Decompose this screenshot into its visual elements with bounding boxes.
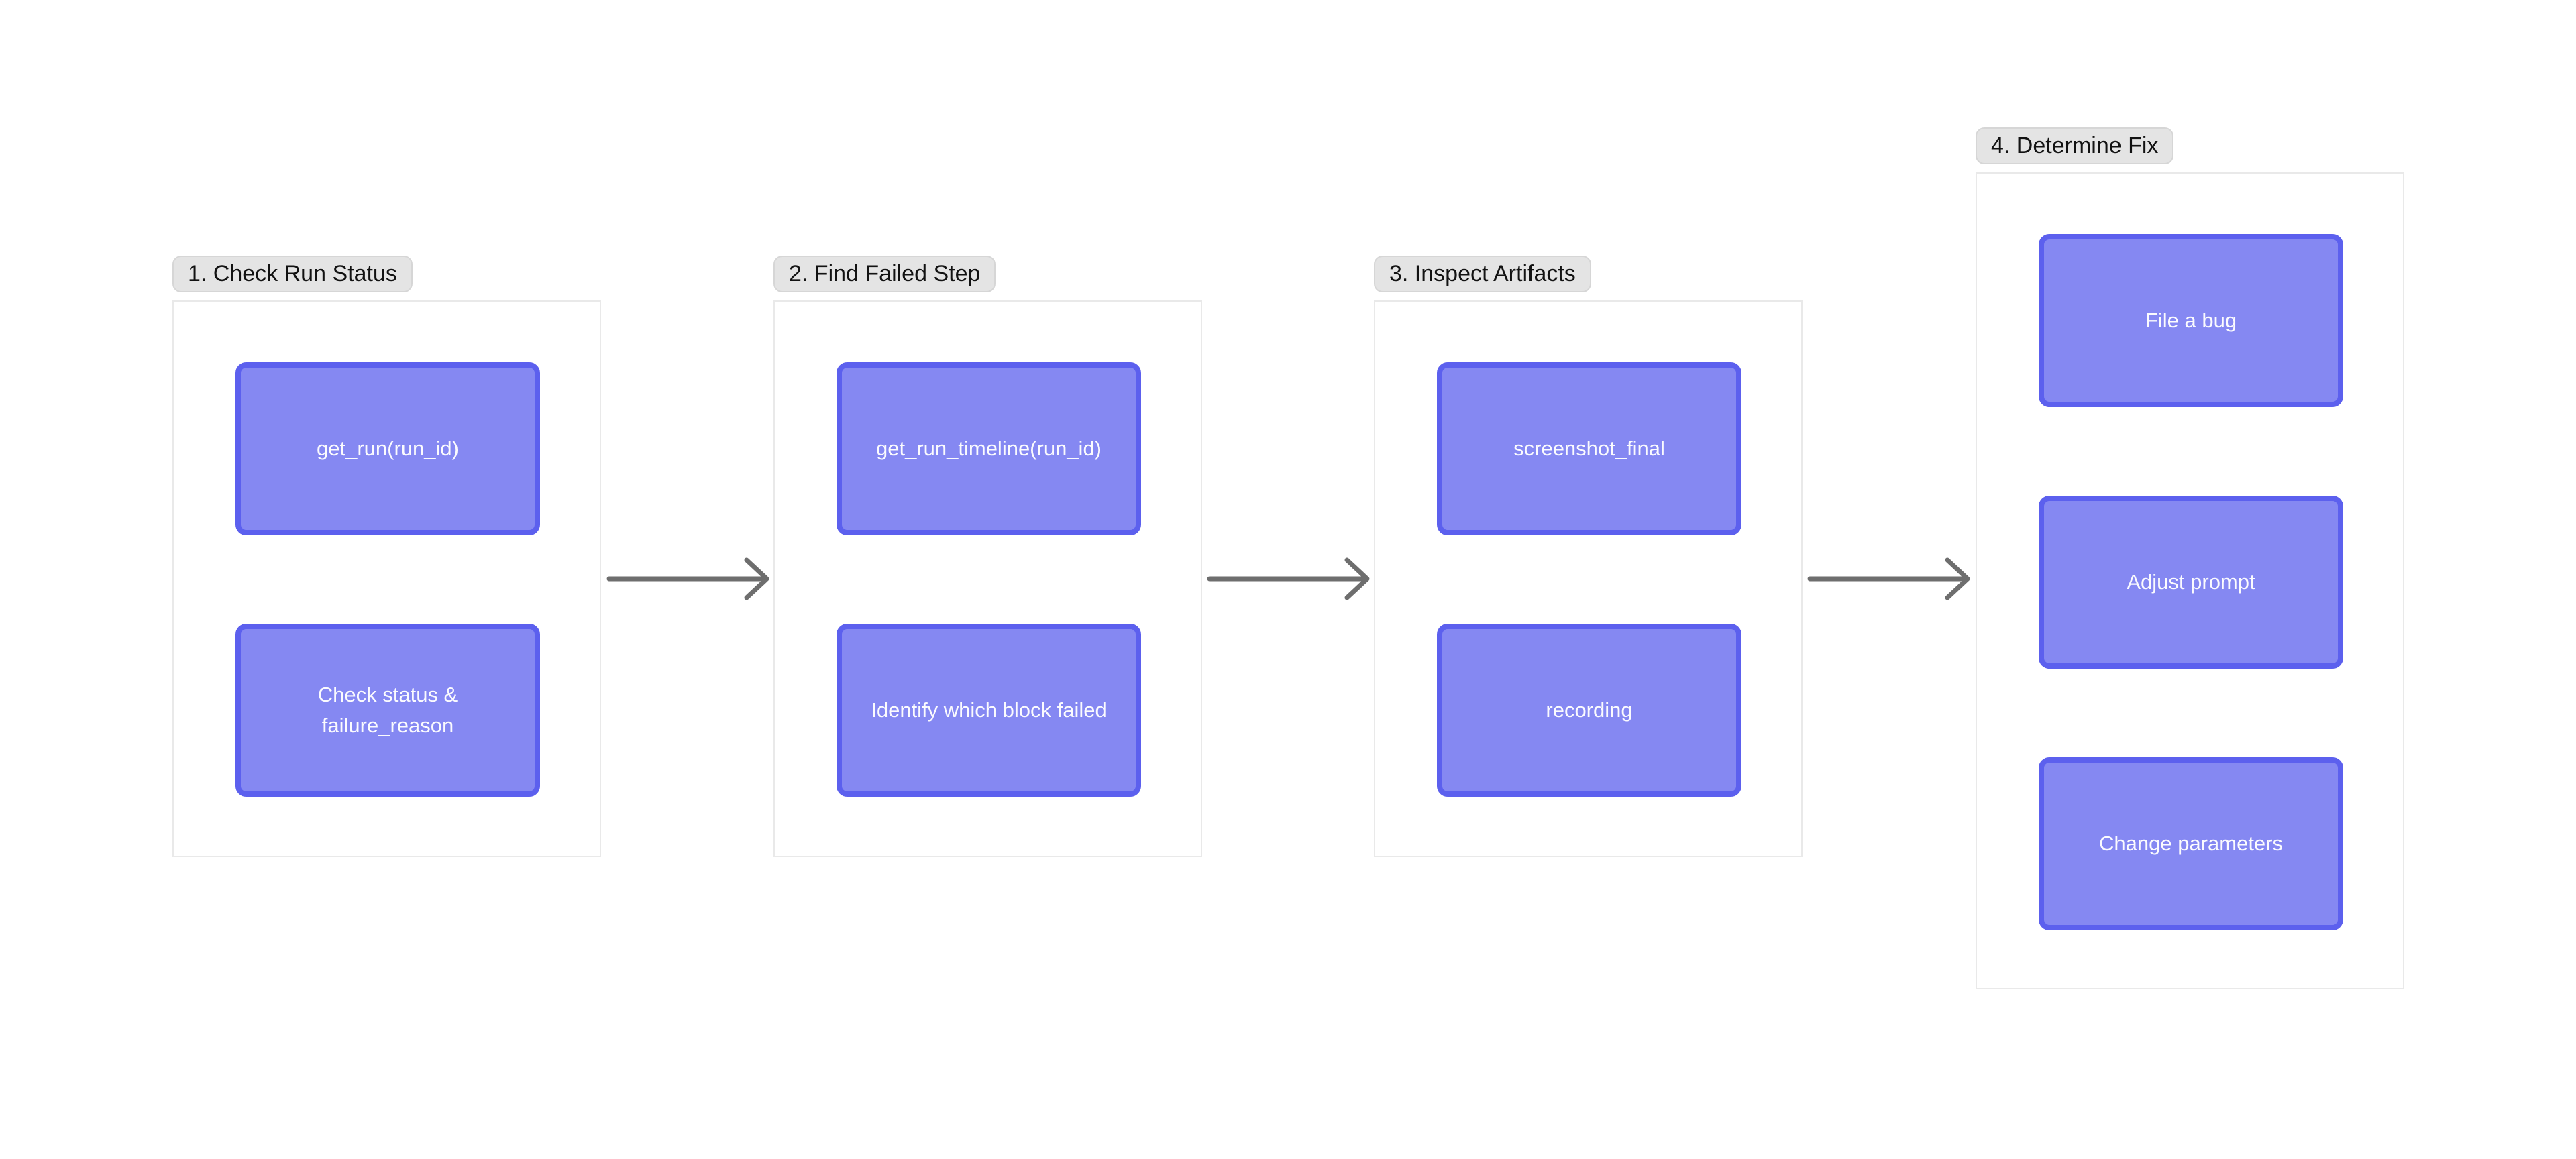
node-identify-failed-block: Identify which block failed (837, 624, 1141, 797)
group-label-find-failed-step: 2. Find Failed Step (773, 256, 996, 292)
group-label-text: 2. Find Failed Step (789, 261, 981, 286)
node-get-run-timeline: get_run_timeline(run_id) (837, 362, 1141, 535)
node-screenshot-final: screenshot_final (1437, 362, 1741, 535)
node-text: Identify which block failed (871, 698, 1107, 722)
group-find-failed-step: 2. Find Failed Step get_run_timeline(run… (773, 256, 1202, 857)
group-label-check-run-status: 1. Check Run Status (172, 256, 413, 292)
flow-arrow-3 (1807, 557, 1970, 600)
node-text: File a bug (2145, 308, 2237, 332)
node-file-a-bug: File a bug (2039, 234, 2343, 407)
group-label-text: 1. Check Run Status (188, 261, 397, 286)
group-check-run-status: 1. Check Run Status get_run(run_id) Chec… (172, 256, 601, 857)
flow-arrow-2 (1207, 557, 1370, 600)
flow-arrow-1 (606, 557, 769, 600)
node-text: get_run_timeline(run_id) (875, 436, 1102, 460)
group-label-text: 3. Inspect Artifacts (1389, 261, 1576, 286)
node-get-run: get_run(run_id) (235, 362, 540, 535)
node-text: recording (1546, 698, 1633, 722)
node-text: screenshot_final (1513, 436, 1665, 460)
arrow-head (744, 557, 769, 600)
arrow-head (1945, 557, 1970, 600)
node-check-status-failure-reason: Check status & failure_reason (235, 624, 540, 797)
group-label-inspect-artifacts: 3. Inspect Artifacts (1374, 256, 1591, 292)
node-adjust-prompt: Adjust prompt (2039, 496, 2343, 669)
group-inspect-artifacts: 3. Inspect Artifacts screenshot_final re… (1374, 256, 1803, 857)
group-label-determine-fix: 4. Determine Fix (1976, 127, 2174, 164)
arrow-head (1344, 557, 1370, 600)
node-text: get_run(run_id) (317, 436, 459, 460)
group-label-text: 4. Determine Fix (1991, 133, 2159, 158)
node-change-parameters: Change parameters (2039, 757, 2343, 930)
node-recording: recording (1437, 624, 1741, 797)
node-text: Check status & failure_reason (317, 682, 458, 738)
node-text: Change parameters (2099, 831, 2283, 855)
node-text: Adjust prompt (2127, 569, 2255, 594)
group-determine-fix: 4. Determine Fix File a bug Adjust promp… (1976, 127, 2404, 989)
